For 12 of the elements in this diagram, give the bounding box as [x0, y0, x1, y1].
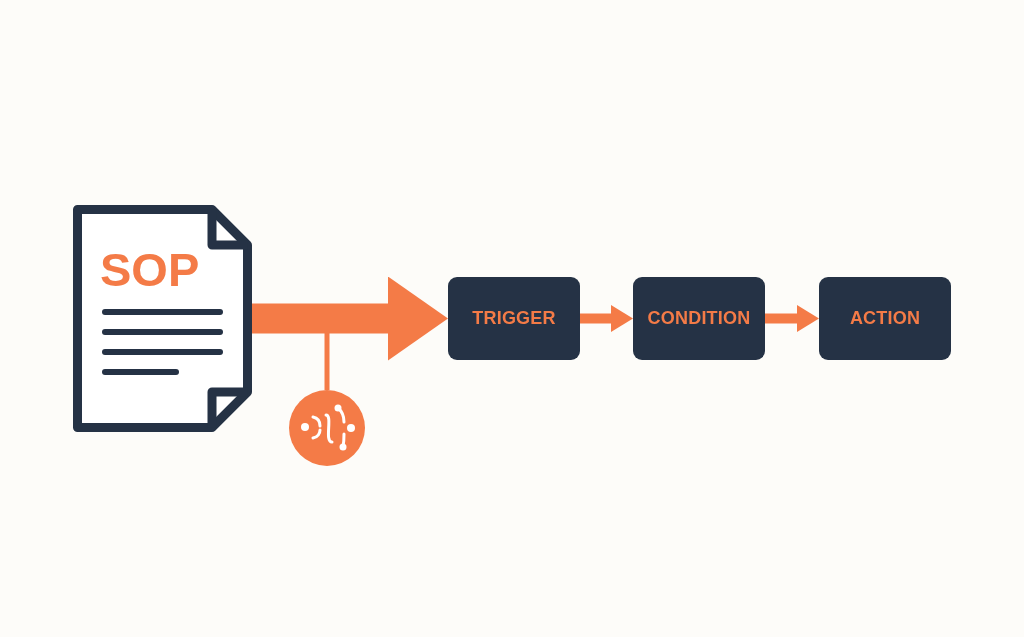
- process-box: [633, 277, 765, 360]
- arrow: [580, 305, 633, 332]
- arrow: [252, 276, 448, 361]
- process-box: [819, 277, 951, 360]
- box-label: ACTION: [849, 307, 921, 330]
- box-label: CONDITION: [647, 307, 751, 330]
- box-label: TRIGGER: [472, 307, 556, 330]
- document-title: SOP: [100, 246, 200, 293]
- arrow: [765, 305, 819, 332]
- connector-line: [324, 331, 330, 390]
- document-shape: [73, 205, 252, 432]
- process-box: [448, 277, 580, 360]
